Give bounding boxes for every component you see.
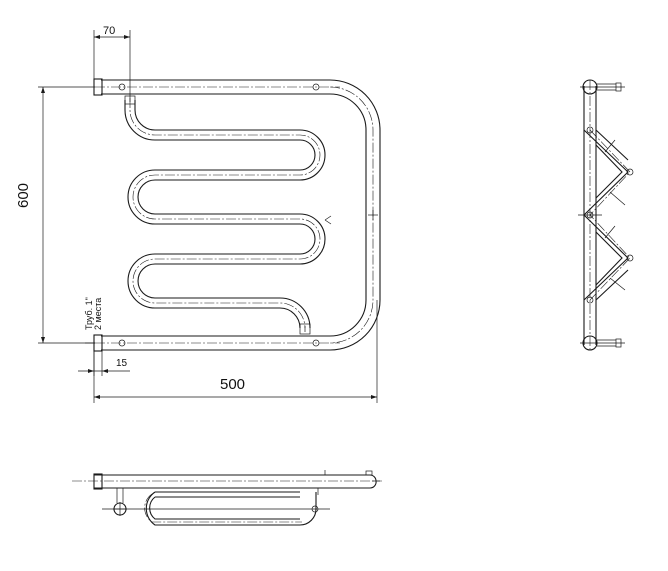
- pipe-note-line2: 2 места: [93, 298, 103, 330]
- side-view: [578, 79, 634, 351]
- front-view: [93, 78, 381, 352]
- top-bar: [93, 78, 340, 96]
- dimension-15-label: 15: [116, 358, 128, 369]
- dimension-70-label: 70: [103, 25, 115, 37]
- dimension-600: 600: [15, 86, 95, 344]
- dimension-500: 500: [93, 300, 378, 403]
- dimension-600-label: 600: [15, 183, 32, 208]
- dimension-70: 70: [93, 25, 131, 98]
- serpentine-coil: [124, 95, 332, 335]
- plan-view: [72, 470, 382, 526]
- pipe-note: Труб. 1" 2 места: [84, 297, 103, 344]
- dimension-500-label: 500: [220, 376, 245, 393]
- pipe-note-line1: Труб. 1": [84, 297, 94, 330]
- bottom-bar: [93, 334, 340, 352]
- dimension-15: 15: [78, 351, 130, 376]
- outer-tube: [329, 79, 381, 351]
